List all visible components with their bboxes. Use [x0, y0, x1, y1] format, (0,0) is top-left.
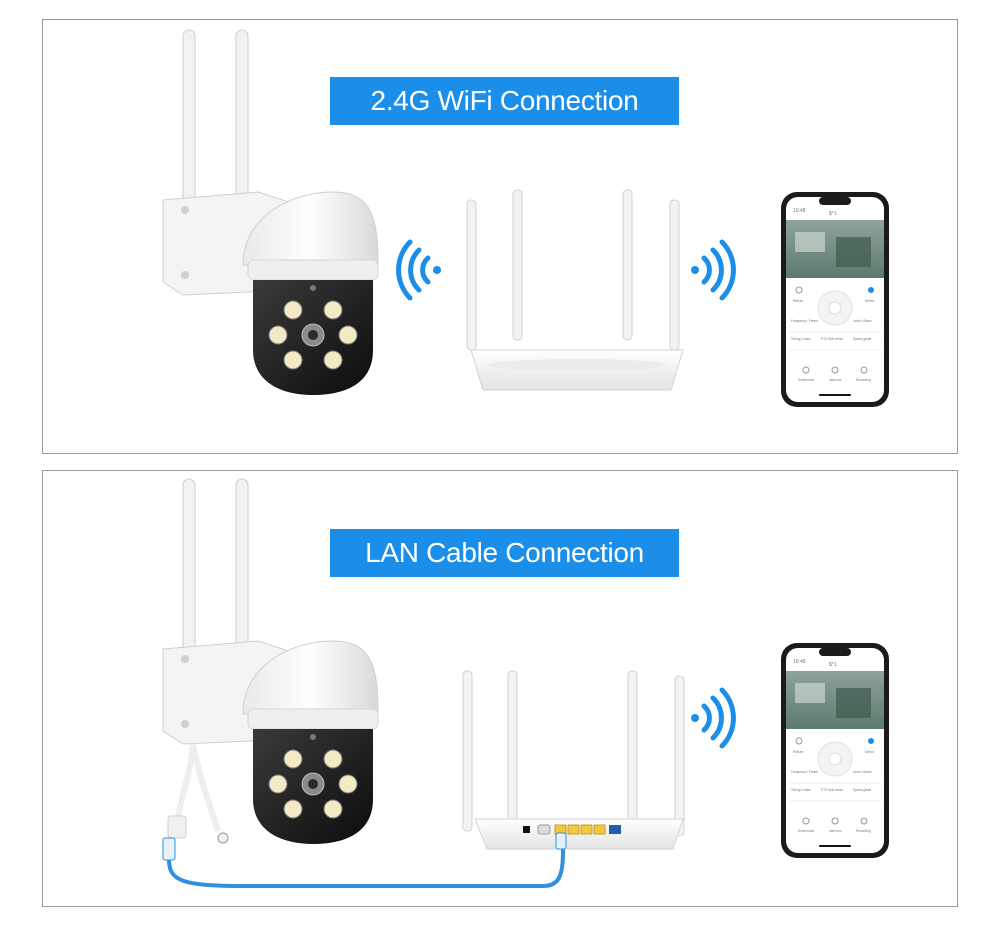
wifi-router: [466, 189, 684, 391]
smartphone: 10:48 $*1 Return Mirror Frequency / Pres…: [781, 643, 889, 858]
lan-scene: 10:48 $*1 Return Mirror Frequency / Pres…: [162, 478, 889, 888]
wifi-scene: 10:48 $*1 Return Mirror Frequency / Pres…: [162, 29, 889, 407]
lan-cable: [167, 834, 565, 888]
ptz-mirror-label[interactable]: Mirror: [865, 299, 875, 303]
camera-pigtail-cable: [162, 743, 229, 861]
phone-time: 10:48: [793, 208, 806, 214]
wifi-connection-panel: 10:48 $*1 Return Mirror Frequency / Pres…: [42, 19, 958, 454]
action-intercom[interactable]: Intercom: [829, 829, 842, 833]
wifi-signal-icon: [691, 687, 736, 749]
wifi-signal-icon: [691, 239, 736, 301]
ptz-camera: [162, 29, 379, 395]
record-icon[interactable]: [860, 817, 868, 825]
power-port-icon: [523, 826, 530, 833]
ptz-mirror-label[interactable]: Mirror: [865, 750, 875, 754]
ptz-camera: [162, 478, 379, 844]
microphone-icon[interactable]: [831, 366, 839, 374]
option-ptz-self-check[interactable]: PTZ Self-check: [821, 337, 843, 341]
ptz-return-label[interactable]: Return: [793, 299, 804, 303]
wifi-signal-icon: [396, 239, 441, 301]
camera-icon[interactable]: [802, 366, 810, 374]
action-screenshot[interactable]: Screenshot: [798, 829, 814, 833]
phone-time: 10:48: [793, 659, 806, 665]
camera-icon[interactable]: [802, 817, 810, 825]
option-speed-grade[interactable]: Speed grade: [853, 337, 871, 341]
wired-router: [462, 670, 685, 850]
action-intercom[interactable]: Intercom: [829, 378, 842, 382]
action-screenshot[interactable]: Screenshot: [798, 378, 814, 382]
smartphone: 10:48 $*1 Return Mirror Frequency / Pres…: [781, 192, 889, 407]
action-recording[interactable]: Recording: [856, 378, 871, 382]
level-label[interactable]: Level / Alarm: [853, 770, 872, 774]
microphone-icon[interactable]: [831, 817, 839, 825]
option-timing-cruise[interactable]: Timing Cruise: [791, 788, 811, 792]
level-label[interactable]: Level / Alarm: [853, 319, 872, 323]
option-timing-cruise[interactable]: Timing Cruise: [791, 337, 811, 341]
frequency-label[interactable]: Frequency / Preset: [791, 770, 818, 774]
lan-connection-panel: 10:48 $*1 Return Mirror Frequency / Pres…: [42, 470, 958, 907]
phone-device-label: $*1: [829, 662, 837, 668]
panel-title: 2.4G WiFi Connection: [330, 77, 679, 125]
ptz-return-label[interactable]: Return: [793, 750, 804, 754]
wan-port: [609, 825, 621, 834]
action-recording[interactable]: Recording: [856, 829, 871, 833]
phone-device-label: $*1: [829, 211, 837, 217]
option-ptz-self-check[interactable]: PTZ Self-check: [821, 788, 843, 792]
option-speed-grade[interactable]: Speed grade: [853, 788, 871, 792]
record-icon[interactable]: [860, 366, 868, 374]
panel-title: LAN Cable Connection: [330, 529, 679, 577]
frequency-label[interactable]: Frequency / Preset: [791, 319, 818, 323]
